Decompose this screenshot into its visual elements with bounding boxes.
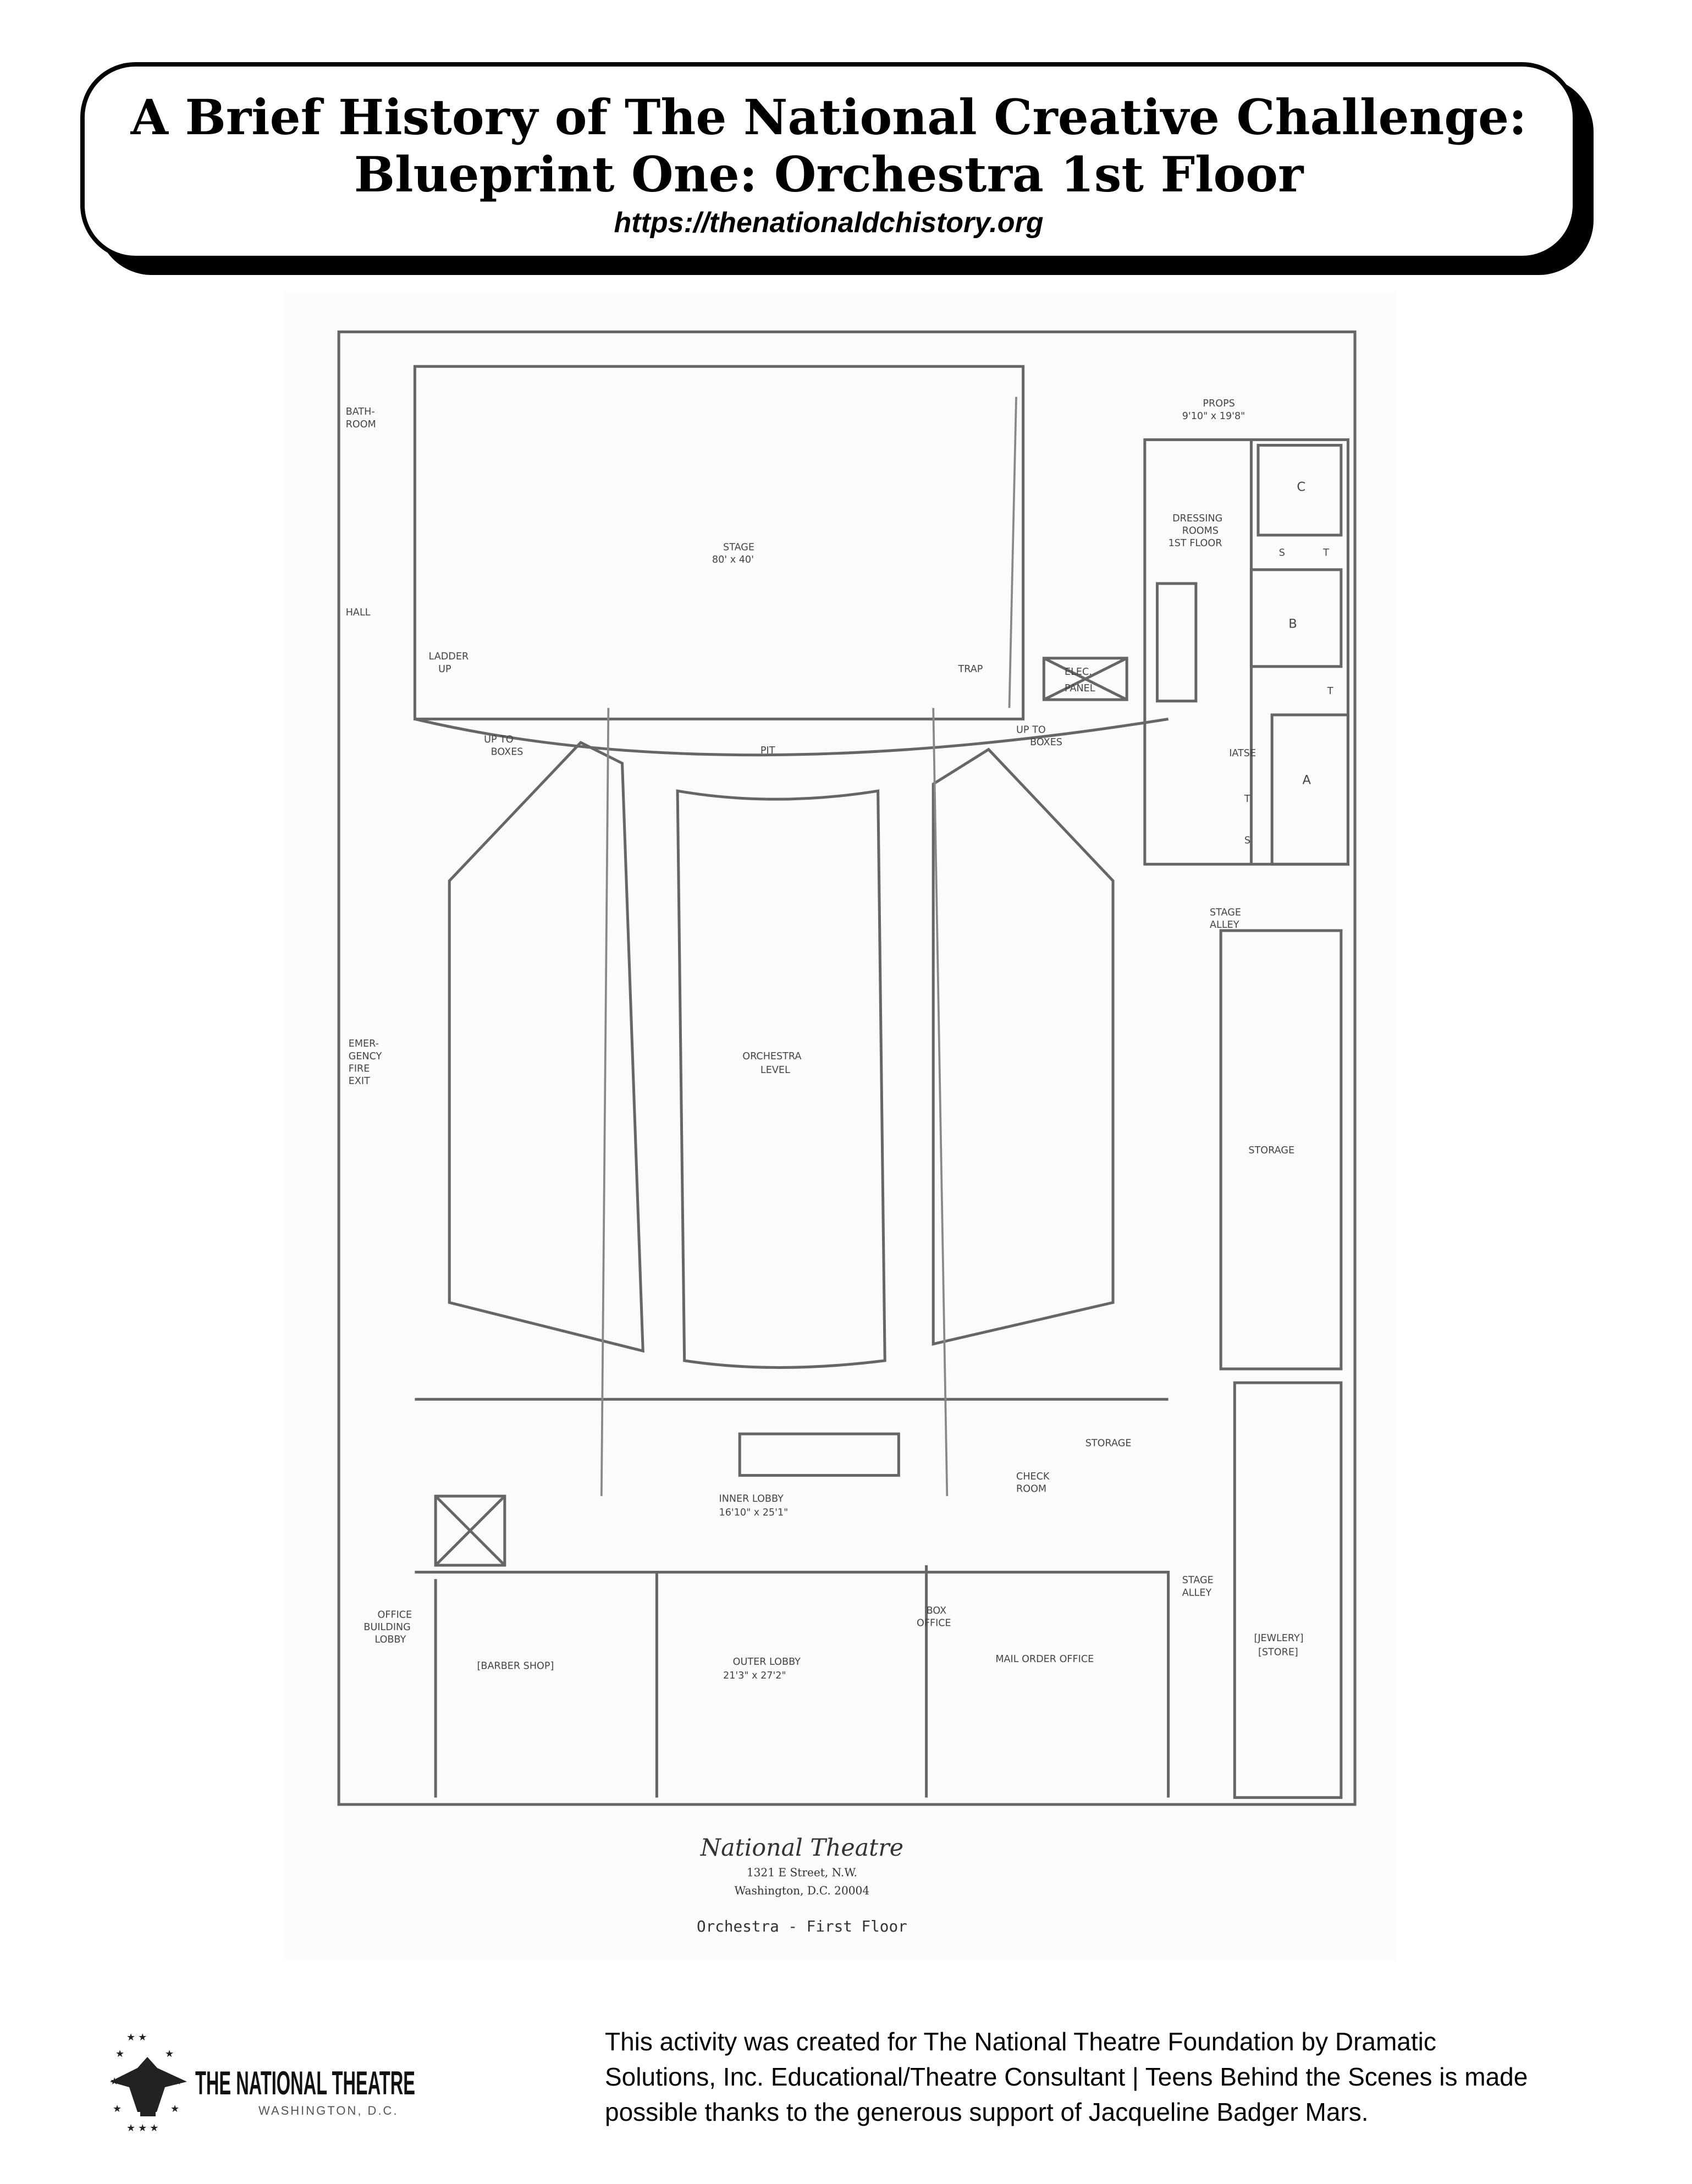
svg-text:★: ★ (113, 2103, 122, 2114)
svg-text:★ ★: ★ ★ (126, 2032, 147, 2043)
outer-wall (337, 330, 1357, 1806)
credit-text: This activity was created for The Nation… (605, 2024, 1650, 2130)
logo-name: THE NATIONAL THEATRE (195, 2065, 415, 2102)
label-iatse: IATSE (1229, 748, 1256, 759)
page-title-line1: A Brief History of The National Creative… (130, 89, 1527, 146)
elec-panel (1042, 657, 1128, 701)
lobby-bar (738, 1432, 900, 1477)
dressing-rooms (1143, 438, 1349, 866)
caption-street: 1321 E Street, N.W. (747, 1866, 857, 1879)
national-theatre-logo: ★ ★★★ ★★★ ★★ ★ ★ THE NATIONAL THEATRE WA… (104, 2029, 544, 2134)
label-jewelry-store: [JEWLERY][STORE] (1254, 1633, 1303, 1658)
orchestra-center (676, 789, 886, 1369)
label-storage: STORAGE (1248, 1145, 1294, 1156)
room-a (1270, 713, 1349, 866)
page-title-line2: Blueprint One: Orchestra 1st Floor (354, 146, 1304, 203)
svg-text:★: ★ (170, 2103, 179, 2114)
stars-icon: ★ ★★★ ★★★ ★★ ★ ★ (110, 2032, 182, 2133)
svg-text:★: ★ (173, 2076, 182, 2087)
label-elec-panel: ELEC.PANEL (1065, 667, 1095, 694)
pit-arc (414, 717, 1169, 757)
jewelry-column (1233, 1381, 1343, 1799)
label-trap: TRAP (957, 664, 983, 675)
caption-name: National Theatre (700, 1834, 903, 1862)
label-hall: HALL (346, 607, 371, 618)
caption-floor: Orchestra - First Floor (697, 1917, 907, 1935)
label-mail-order: MAIL ORDER OFFICE (995, 1654, 1094, 1665)
stair-right (1155, 582, 1198, 703)
svg-text:★ ★ ★: ★ ★ ★ (126, 2122, 158, 2133)
orchestra-left (448, 741, 644, 1353)
label-pit: PIT (760, 745, 775, 756)
label-room-c: C (1297, 480, 1305, 494)
label-t: T (1327, 686, 1333, 697)
label-room-a: A (1302, 773, 1311, 788)
label-s: S (1279, 548, 1285, 559)
credit-line: This activity was created for The Nation… (605, 2027, 1436, 2056)
logo-sub: WASHINGTON, D.C. (258, 2104, 399, 2117)
label-s: S (1244, 835, 1250, 846)
blueprint-caption: National Theatre 1321 E Street, N.W. Was… (697, 1834, 907, 1935)
credit-line: possible thanks to the generous support … (605, 2098, 1369, 2126)
label-room-b: B (1288, 617, 1297, 631)
svg-text:★: ★ (165, 2048, 174, 2059)
svg-text:★: ★ (115, 2048, 124, 2059)
label-barber-shop: [BARBER SHOP] (477, 1661, 554, 1672)
storage-room (1219, 929, 1343, 1371)
elevator (434, 1494, 506, 1567)
label-t: T (1322, 548, 1329, 559)
svg-text:★: ★ (110, 2076, 119, 2087)
center-line (600, 397, 1017, 1497)
eagle-icon (110, 2057, 187, 2116)
website-url[interactable]: https://thenationaldchistory.org (614, 207, 1044, 239)
caption-city: Washington, D.C. 20004 (735, 1884, 870, 1897)
room-b (1249, 568, 1343, 668)
label-t: T (1244, 794, 1250, 805)
room-c (1256, 444, 1343, 537)
lobby-wall (415, 1398, 1170, 1798)
credit-line: Solutions, Inc. Educational/Theatre Cons… (605, 2062, 1528, 2091)
orchestra-right (932, 747, 1115, 1346)
stage-area (413, 365, 1025, 720)
header-box: A Brief History of The National Creative… (80, 62, 1577, 260)
label-bathroom: BATH-ROOM (346, 406, 376, 430)
label-storage-lobby: STORAGE (1085, 1438, 1132, 1449)
